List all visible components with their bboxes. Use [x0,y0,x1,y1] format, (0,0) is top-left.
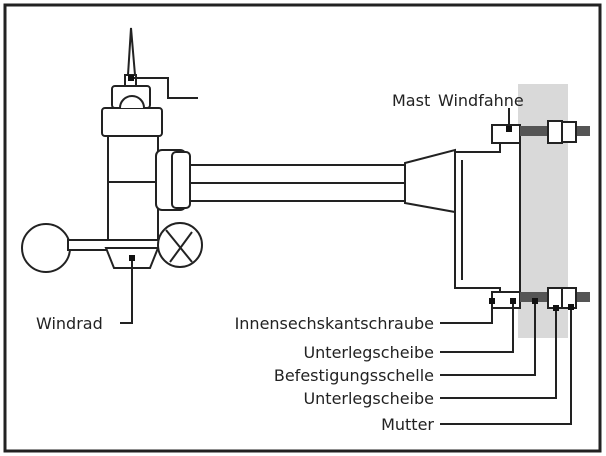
label-mast: Mast [392,91,431,110]
label-unterlegscheibe-1: Unterlegscheibe [303,343,434,362]
sensor-housing [101,85,191,247]
leader-lines [120,77,572,425]
label-windrad: Windrad [36,314,103,333]
border [3,3,602,453]
label-unterlegscheibe-2: Unterlegscheibe [303,389,434,408]
mounting-bracket [404,124,521,309]
arm [189,164,406,202]
leader-dots [128,75,574,311]
label-windfahne: Windfahne [438,91,524,110]
label-innensechskantschraube: Innensechskantschraube [234,314,434,333]
label-mutter: Mutter [381,415,434,434]
label-befestigungsschelle: Befestigungsschelle [273,366,434,385]
bolts [520,120,590,309]
